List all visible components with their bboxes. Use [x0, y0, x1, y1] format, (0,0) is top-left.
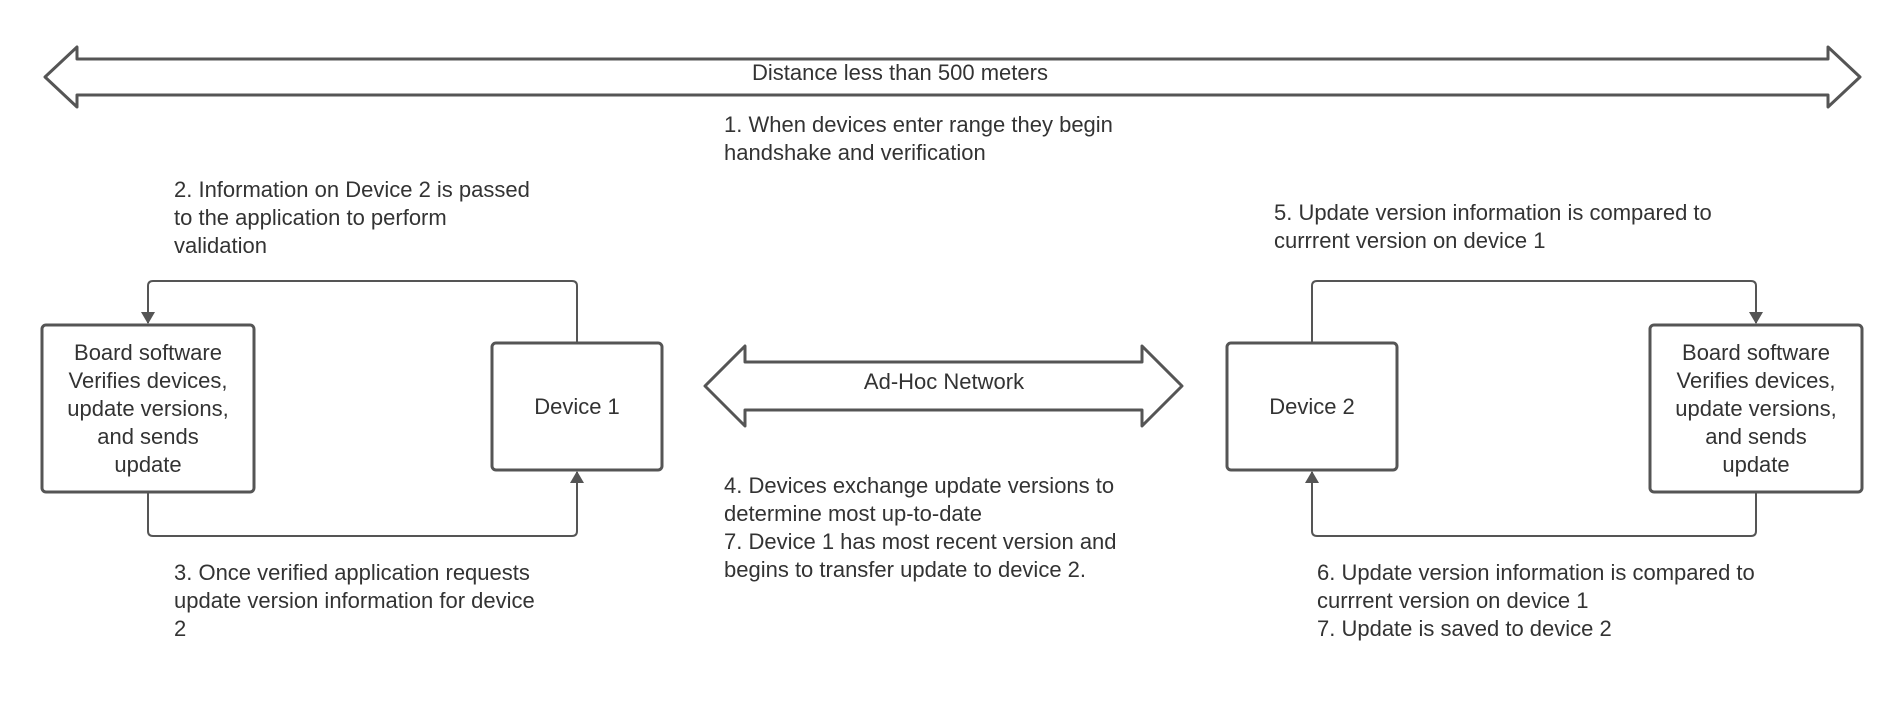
step6-7-line: currrent version on device 1	[1317, 588, 1589, 613]
distance-label: Distance less than 500 meters	[752, 60, 1048, 85]
step3-line: update version information for device	[174, 588, 535, 613]
step2-line: validation	[174, 233, 267, 258]
left-board-line: Board software	[74, 339, 222, 365]
distance-double-arrow	[43, 45, 1862, 109]
device2-to-board-connector	[1311, 280, 1763, 343]
device1-to-board-connector	[141, 280, 578, 343]
left-board-line: update	[114, 451, 182, 477]
left-board-software-text: Board software Verifies devices, update …	[42, 325, 254, 492]
step1-line: handshake and verification	[724, 140, 986, 165]
step3-annotation: 3. Once verified application requests up…	[174, 559, 535, 643]
step3-line: 2	[174, 616, 187, 641]
step2-line: to the application to perform	[174, 205, 447, 230]
left-board-line: Verifies devices,	[68, 367, 228, 393]
step1-line: 1. When devices enter range they begin	[724, 112, 1113, 137]
step3-line: 3. Once verified application requests	[174, 560, 530, 585]
step2-line: 2. Information on Device 2 is passed	[174, 177, 530, 202]
adhoc-network-double-arrow	[703, 344, 1184, 428]
device2-text: Device 2	[1269, 393, 1355, 419]
step4-7-line: 4. Devices exchange update versions to	[724, 473, 1115, 498]
board-to-device2-connector	[1305, 471, 1757, 537]
step4-7-line: begins to transfer update to device 2.	[724, 557, 1087, 582]
right-board-line: Verifies devices,	[1676, 367, 1836, 393]
left-board-line: and sends	[97, 423, 199, 449]
left-board-line: update versions,	[67, 395, 229, 421]
step2-annotation: 2. Information on Device 2 is passed to …	[174, 176, 530, 260]
device1-text: Device 1	[534, 393, 620, 419]
step1-annotation: 1. When devices enter range they begin h…	[724, 111, 1113, 167]
step6-7-line: 6. Update version information is compare…	[1317, 560, 1755, 585]
right-board-line: Board software	[1682, 339, 1830, 365]
step5-line: 5. Update version information is compare…	[1274, 200, 1712, 225]
adhoc-network-label: Ad-Hoc Network	[863, 369, 1025, 394]
step4-7-line: determine most up-to-date	[724, 501, 983, 526]
step4-7-annotation: 4. Devices exchange update versions to d…	[724, 472, 1117, 584]
right-board-line: and sends	[1705, 423, 1807, 449]
board-to-device1-connector	[147, 471, 584, 537]
right-board-software-text: Board software Verifies devices, update …	[1650, 325, 1862, 492]
step5-annotation: 5. Update version information is compare…	[1274, 199, 1712, 255]
step6-7-annotation: 6. Update version information is compare…	[1317, 559, 1755, 643]
step4-7-line: 7. Device 1 has most recent version and	[724, 529, 1117, 554]
step6-7-line: 7. Update is saved to device 2	[1317, 616, 1612, 641]
device1-label: Device 1	[492, 343, 662, 470]
right-board-line: update versions,	[1675, 395, 1837, 421]
device2-label: Device 2	[1227, 343, 1397, 470]
step5-line: currrent version on device 1	[1274, 228, 1546, 253]
right-board-line: update	[1722, 451, 1790, 477]
